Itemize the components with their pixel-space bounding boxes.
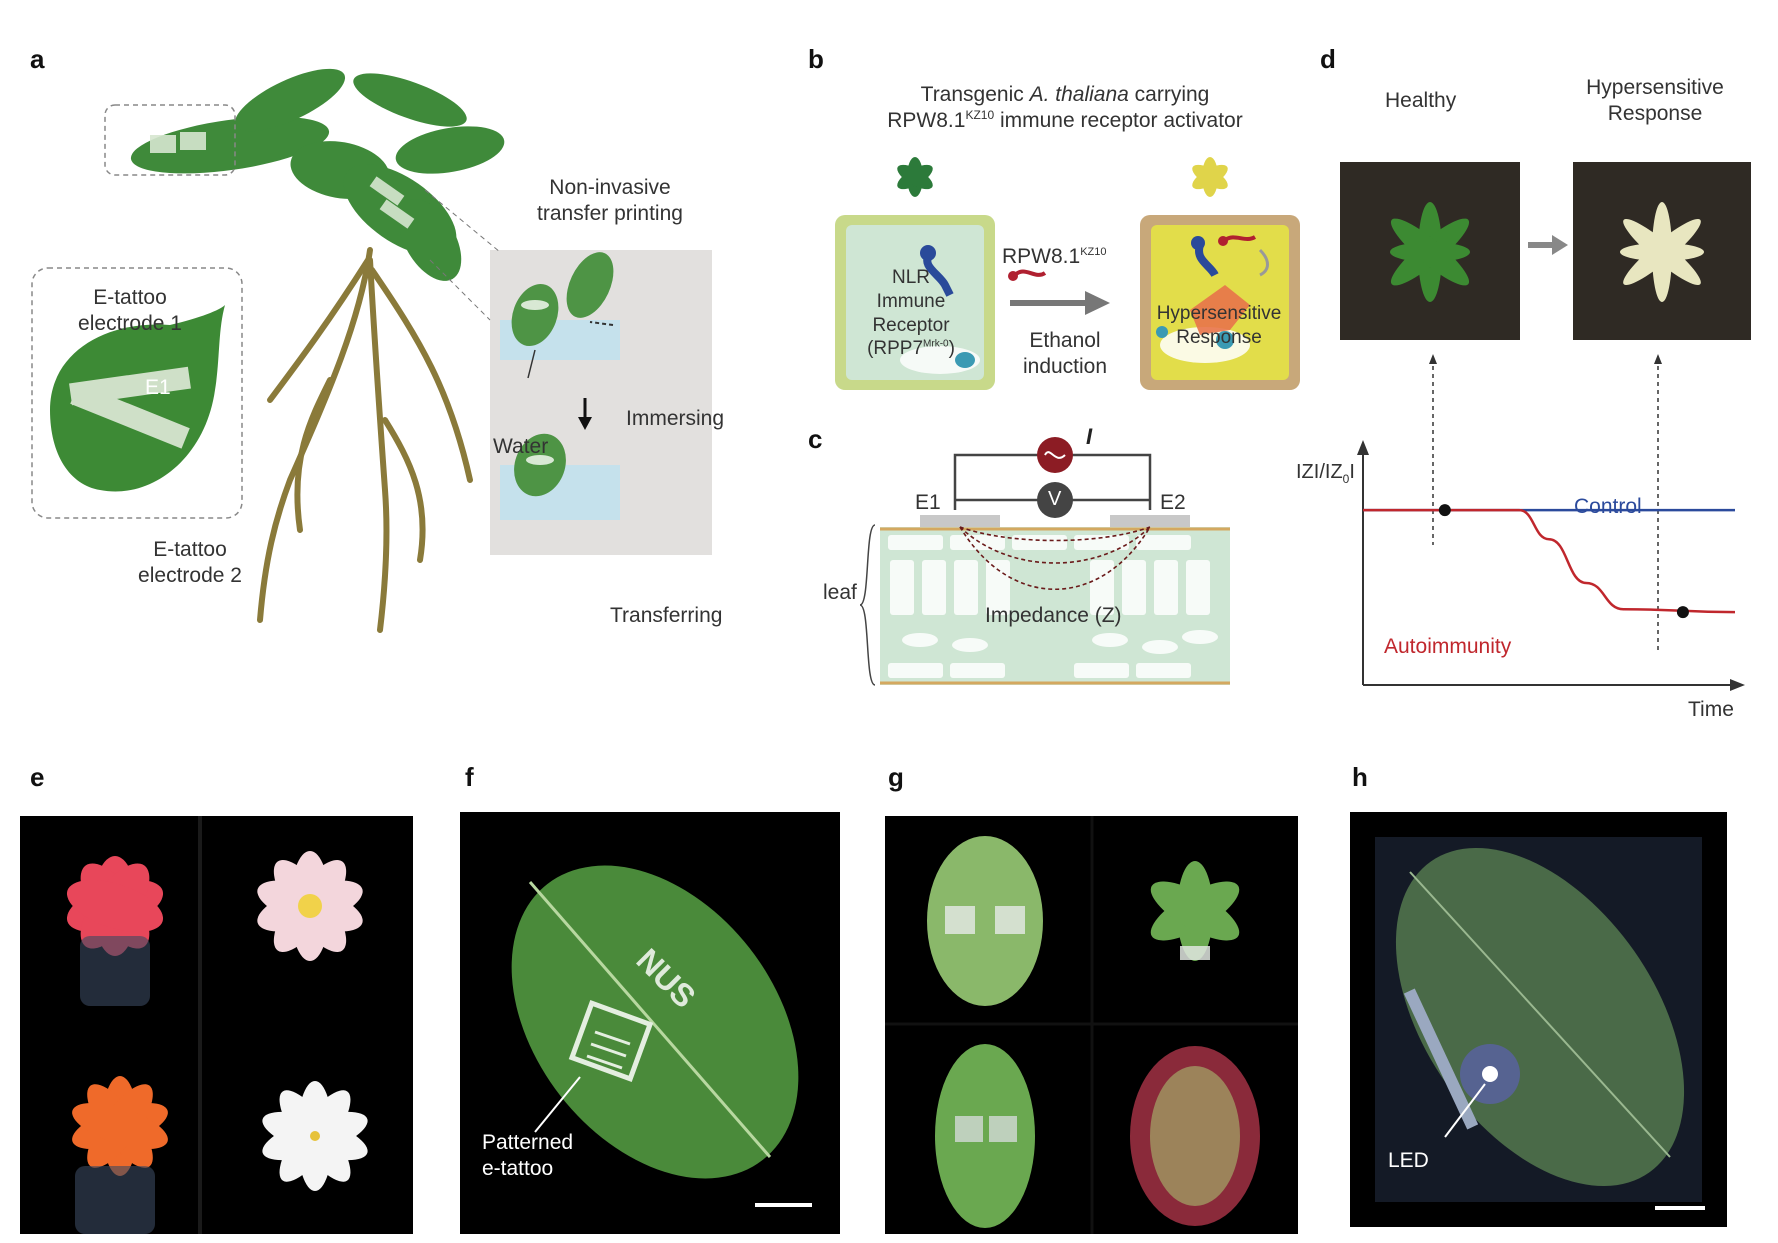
ethanol-line2: induction — [1022, 355, 1108, 379]
chart-marker-2 — [1676, 606, 1689, 619]
title-part: Transgenic — [920, 83, 1030, 106]
nlr-line4: (RPP7 — [867, 338, 924, 360]
ylabel-text: IZI/IZ — [1296, 461, 1343, 483]
panel-c-diagram — [860, 437, 1230, 686]
patterned-etattoo-label: Patterned e-tattoo — [482, 1130, 573, 1183]
title-part: carrying — [1128, 83, 1210, 106]
electrode-c-e2: E2 — [1160, 491, 1186, 514]
tattoo1-line2: electrode 1 — [78, 312, 182, 336]
panel-label-a: a — [30, 44, 45, 74]
current-label: I — [1086, 424, 1093, 449]
plant-icon-hr — [1192, 157, 1228, 197]
tattoo1-line1: E-tattoo — [93, 286, 167, 309]
led-light — [1482, 1066, 1498, 1082]
ylabel-end: I — [1349, 461, 1355, 483]
title-part: RPW8.1 — [887, 109, 966, 133]
title-sup: KZ10 — [965, 108, 995, 123]
voltmeter — [1037, 482, 1073, 518]
leaf-narrow — [935, 1044, 1035, 1228]
title-part: immune receptor activator — [994, 109, 1243, 133]
photo-led-leaf — [1350, 812, 1727, 1227]
flower-orange — [72, 1076, 168, 1176]
legend-control: Control — [1574, 495, 1642, 518]
zoom-box-electrode — [31, 267, 243, 519]
tattoo2-line2: electrode 2 — [138, 564, 242, 588]
leaf-round — [927, 836, 1043, 1006]
transferring-label: Transferring — [610, 604, 723, 627]
nlr-label: NLR Immune Receptor (RPP7Mrk-0) — [846, 266, 976, 361]
current-source — [1037, 437, 1073, 473]
impedance-chart — [1357, 354, 1745, 691]
nlr-line4-end: ) — [948, 338, 955, 360]
panel-label-g: g — [888, 762, 904, 792]
ethanol-line1: Ethanol — [1029, 329, 1101, 352]
transfer-title-line1: Non-invasive — [549, 176, 671, 199]
chart-x-label: Time — [1688, 698, 1734, 721]
chart-y-label: IZI/IZ0I — [1296, 460, 1355, 487]
nlr-line3: Receptor — [872, 314, 950, 336]
nlr-line1: NLR — [891, 267, 930, 288]
chart-axes — [1357, 440, 1745, 691]
nlr-line2: Immune — [876, 290, 946, 312]
panel-b-diagram — [835, 157, 1300, 390]
photo-healthy-plant — [1340, 162, 1520, 340]
photo-leaves-grid — [885, 816, 1298, 1234]
arrow-top-text: RPW8.1 — [1002, 245, 1081, 268]
leaf-label: leaf — [823, 581, 857, 604]
photo-patterned-leaf — [460, 812, 840, 1234]
cell-healthy — [846, 225, 984, 380]
hr-photo-line1: Hypersensitive — [1586, 76, 1724, 99]
electrode-stripe-2 — [70, 383, 190, 449]
immersing-label: Immersing — [626, 407, 725, 430]
photo-flowers-grid — [20, 816, 413, 1234]
impedance-label: Impedance (Z) — [985, 604, 1122, 627]
rosette-leaves — [130, 68, 505, 281]
hr-cell-line1: Hypersensitive — [1156, 303, 1282, 324]
transfer-title-line2: transfer printing — [537, 202, 683, 226]
transfer-title: Non-invasive transfer printing — [500, 175, 720, 228]
electrode-c-e1: E1 — [915, 491, 941, 514]
plant-icon-healthy — [897, 157, 933, 197]
arrow-bottom-label: Ethanol induction — [1005, 328, 1125, 381]
legend-autoimmunity: Autoimmunity — [1384, 635, 1512, 658]
panel-label-h: h — [1352, 762, 1368, 792]
leaf-umbrella — [1150, 861, 1240, 961]
series-autoimmunity — [1363, 508, 1736, 614]
nlr-sup: Mrk-0 — [923, 338, 949, 350]
patterned-line1: Patterned — [482, 1131, 574, 1154]
arrow-top-label: RPW8.1KZ10 — [1002, 244, 1106, 270]
progression-arrow — [1528, 235, 1568, 255]
panel-label-e: e — [30, 762, 45, 792]
panel-label-c: c — [808, 424, 823, 454]
panel-b-title: Transgenic A. thaliana carrying RPW8.1KZ… — [830, 82, 1300, 135]
title-species: A. thaliana — [1029, 83, 1129, 106]
zoom-box-top — [104, 104, 236, 176]
tattoo1-label: E-tattoo electrode 1 — [45, 285, 215, 338]
tattoo2-label: E-tattoo electrode 2 — [105, 537, 275, 590]
panel-label-d: d — [1320, 44, 1336, 74]
hr-photo-line2: Response — [1607, 102, 1703, 126]
arrow-top-sup: KZ10 — [1080, 246, 1107, 258]
water-label: Water — [493, 435, 549, 458]
roots — [257, 247, 473, 633]
patterned-line2: e-tattoo — [482, 1157, 554, 1181]
chart-marker-1 — [1438, 504, 1451, 517]
panel-label-f: f — [465, 762, 474, 792]
plant-illustration — [31, 68, 712, 633]
healthy-label: Healthy — [1385, 89, 1457, 112]
led-label: LED — [1388, 1149, 1429, 1172]
photo-hr-plant — [1573, 162, 1751, 340]
leaf-tattoo-patches — [150, 132, 415, 229]
hr-cell-line2: Response — [1176, 326, 1262, 348]
flower-red — [66, 856, 164, 956]
panel-label-b: b — [808, 44, 824, 74]
ylabel-sub: 0 — [1342, 472, 1350, 486]
electrode-e1-label: E1 — [145, 376, 171, 399]
electrode-e2-label: E2 — [143, 499, 169, 522]
tattoo2-line1: E-tattoo — [153, 538, 227, 561]
voltage-label: V — [1048, 488, 1062, 510]
